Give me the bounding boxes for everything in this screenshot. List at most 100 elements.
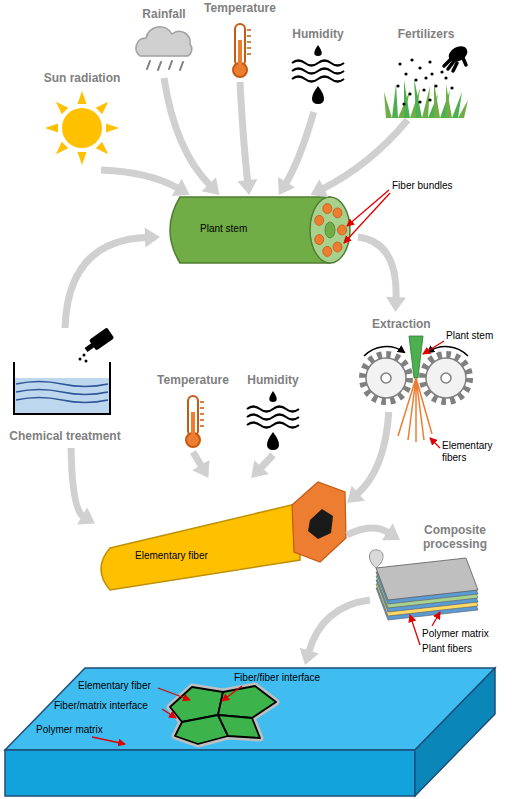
rain-cloud-icon: [147, 61, 183, 70]
step-label: Chemical treatment: [9, 430, 120, 444]
leader-line: [92, 190, 444, 744]
arrow-shaft: [65, 237, 147, 328]
extraction-rollers: [441, 373, 451, 383]
extraction-rollers: [364, 346, 404, 356]
arrow-shaft: [347, 528, 389, 535]
humidity-icon: [247, 407, 299, 428]
plant-stem-drawing: [170, 197, 350, 263]
humidity-icon: [247, 391, 299, 450]
flow-arrow: [238, 82, 258, 195]
humidity-icon: [312, 86, 324, 104]
composite-block: [415, 668, 495, 796]
elementary-fiber-drawing: [101, 503, 300, 590]
callout-label: Polymer matrix: [422, 628, 489, 640]
plant-stem-drawing: [338, 225, 347, 235]
chemical-treatment-drawing: [82, 327, 114, 355]
composite-block: [170, 686, 276, 744]
arrow-shaft: [322, 120, 408, 189]
arrow-head: [311, 179, 329, 197]
humidity-icon: [292, 45, 344, 104]
plant-stem: Plant stem: [160, 195, 358, 265]
plant-stem-drawing: [333, 208, 342, 218]
arrow-shaft: [240, 82, 248, 182]
elementary-fiber-drawing: [292, 482, 346, 562]
sun-icon: [78, 152, 87, 165]
humidity-factor: Humidity: [284, 26, 350, 112]
extraction-rollers: [423, 355, 469, 401]
fertilizer-factor: Fertilizers: [380, 26, 472, 120]
callout-label: Elementary fiber: [78, 680, 151, 692]
laminate-stack: [376, 558, 478, 600]
fertilizer-icon: [428, 60, 431, 63]
extraction-rollers: [363, 355, 409, 401]
humidity-icon: [267, 432, 279, 450]
flow-arrow: [278, 112, 314, 195]
chemical-treatment-drawing: [83, 354, 86, 357]
flow-arrow: [358, 237, 406, 312]
thermometer-icon: [238, 40, 242, 68]
fertilizer-icon: [434, 82, 440, 118]
thermometer-icon: [233, 24, 251, 77]
elementary-fiber-drawing: [101, 482, 346, 590]
leader-line: [222, 686, 242, 701]
arrow-head: [172, 179, 190, 196]
process-arrow: [309, 600, 370, 653]
step-label: Rainfall: [142, 8, 185, 22]
flow-arrow: [71, 448, 95, 525]
fertilizer-icon: [410, 58, 413, 61]
fertilizer-icon: [402, 102, 405, 105]
arrow-shaft: [286, 112, 314, 184]
shape-label: Elementary fiber: [135, 550, 208, 562]
arrow-head: [347, 486, 365, 503]
fertilizer-icon: [404, 80, 410, 118]
rain-cloud-icon: [136, 27, 192, 70]
humidity-icon: [314, 45, 322, 56]
fertilizer-icon: [408, 92, 411, 95]
flow-arrow: [347, 412, 389, 503]
plant-stem-drawing: [323, 246, 332, 256]
elementary-fiber-drawing: [308, 509, 333, 539]
arrow-head: [382, 524, 400, 541]
callout-label: Plant fibers: [422, 643, 472, 655]
step-label: Temperature: [157, 374, 229, 388]
extraction-rollers: [398, 378, 432, 442]
fertilizer-icon: [398, 62, 401, 65]
fertilizer-icon: [404, 72, 407, 75]
plant-stem-drawing: [333, 242, 342, 252]
plant-stem-drawing: [325, 222, 335, 238]
fertilizer-icon: [422, 86, 430, 118]
chemical-treatment-drawing: [16, 382, 108, 403]
leader-line: [423, 341, 444, 354]
step-label: Temperature: [204, 2, 276, 16]
thermometer-icon: [200, 402, 204, 426]
thermometer-icon: [186, 396, 204, 447]
extraction-rollers: [409, 336, 423, 378]
sun-icon: [53, 99, 69, 115]
thermometer-icon: [191, 412, 195, 438]
arrow-head: [238, 179, 258, 195]
fertilizer-icon: [440, 70, 443, 73]
arrow-head: [192, 460, 209, 478]
fertilizer-icon: [418, 66, 421, 69]
humidity-icon: [292, 61, 344, 82]
sun-icon: [96, 99, 112, 115]
fertilizer-icon: [430, 72, 433, 75]
callout-label: Fiber/matrix interface: [54, 700, 148, 712]
fertilizer-icon: [428, 98, 431, 101]
chemical-treatment-drawing: [15, 378, 109, 413]
callout-label: Polymer matrix: [36, 724, 103, 736]
extraction-rollers: [426, 358, 466, 398]
arrow-shaft: [260, 455, 273, 469]
step-label: Sun radiation: [44, 72, 121, 86]
step-label: Composite processing: [415, 524, 495, 552]
arrow-shaft: [71, 448, 84, 517]
rain-cloud-icon: [136, 27, 192, 56]
chemical-treatment-drawing: [85, 360, 88, 363]
fertilizer-icon: [444, 58, 466, 71]
temperature-factor: Temperature: [155, 372, 231, 452]
extraction-rollers: [381, 373, 391, 383]
fertilizer-icon: [424, 76, 427, 79]
elementary-fiber: Elementary fiber: [95, 478, 347, 592]
